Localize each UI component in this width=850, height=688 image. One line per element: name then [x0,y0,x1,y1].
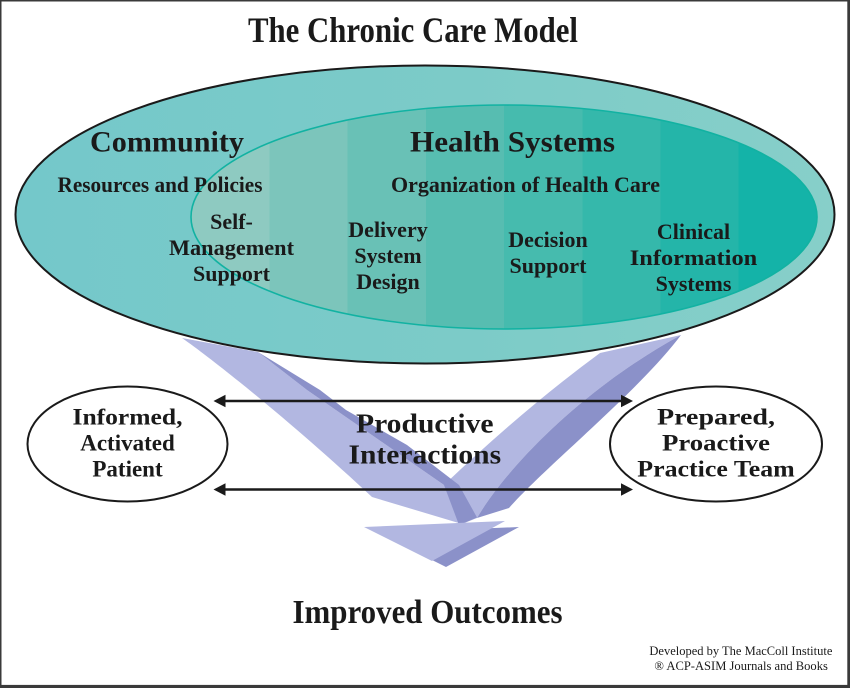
svg-text:Developed by The MacColl Insti: Developed by The MacColl Institute [649,643,832,658]
svg-text:System: System [354,243,421,268]
svg-text:Informed,: Informed, [73,405,183,430]
svg-text:Health Systems: Health Systems [410,126,615,159]
svg-text:Information: Information [630,245,758,270]
svg-text:Proactive: Proactive [662,431,770,456]
svg-text:Resources and Policies: Resources and Policies [58,172,263,197]
svg-text:Patient: Patient [92,457,163,482]
svg-text:Management: Management [169,235,295,260]
svg-text:The Chronic Care Model: The Chronic Care Model [248,10,578,50]
svg-text:Support: Support [509,253,587,278]
svg-text:Interactions: Interactions [348,439,501,470]
svg-text:Prepared,: Prepared, [657,405,775,430]
svg-text:Support: Support [193,261,271,286]
svg-text:Organization of Health Care: Organization of Health Care [391,172,660,197]
svg-text:Self-: Self- [210,209,253,234]
svg-text:Activated: Activated [80,431,175,456]
svg-text:Design: Design [356,269,420,294]
svg-text:® ACP-ASIM Journals and Books: ® ACP-ASIM Journals and Books [654,658,828,673]
svg-text:Delivery: Delivery [348,217,427,242]
svg-text:Clinical: Clinical [657,219,730,244]
svg-text:Productive: Productive [356,408,494,439]
svg-text:Improved Outcomes: Improved Outcomes [293,594,563,631]
svg-text:Practice Team: Practice Team [637,457,795,482]
svg-text:Decision: Decision [508,227,587,252]
svg-text:Community: Community [90,126,244,159]
svg-text:Systems: Systems [656,271,732,296]
